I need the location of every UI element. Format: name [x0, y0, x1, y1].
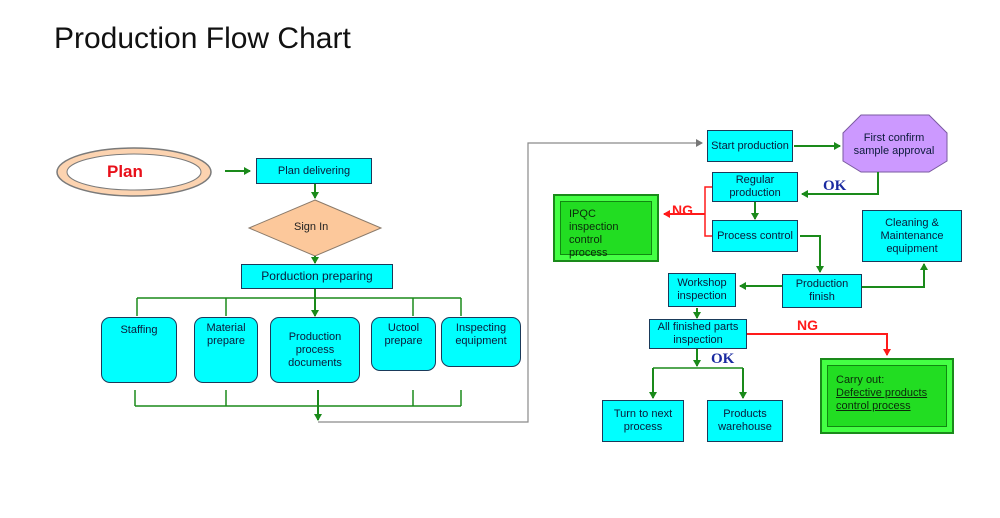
arrow-ng-to-carry-out [747, 333, 891, 356]
inspecting-equipment-box: Inspecting equipment [441, 317, 521, 367]
arrow-ng-to-ipqc [704, 186, 712, 237]
process-control-box: Process control [712, 220, 798, 252]
production-preparing-box: Porduction preparing [241, 264, 393, 289]
regular-production-box: Regular production [712, 172, 798, 202]
first-confirm-octagon [842, 114, 948, 173]
connector-to-start-production [318, 139, 703, 423]
carry-out-line3: control process [836, 400, 911, 412]
sign-in-label: Sign In [294, 221, 329, 233]
all-finished-box: All finished parts inspection [649, 319, 747, 349]
plan-label: Plan [107, 162, 143, 181]
production-finish-box: Production finish [782, 274, 862, 308]
uctool-prepare-text: Uctool prepare [384, 322, 423, 347]
ipqc-text: IPQC inspection control process [569, 208, 619, 259]
first-confirm-label: First confirm sample approval [853, 132, 935, 157]
cleaning-box: Cleaning & Maintenance equipment [862, 210, 962, 262]
ok-label-top: OK [823, 178, 847, 194]
arrow-finish-to-cleaning [862, 263, 928, 288]
staffing-box: Staffing [101, 317, 177, 383]
uctool-prepare-box: Uctool prepare [371, 317, 436, 371]
arrow-process-to-finish [800, 235, 824, 273]
workshop-inspection-box: Workshop inspection [668, 273, 736, 307]
material-prepare-box: Material prepare [194, 317, 258, 383]
ng-label-bottom: NG [797, 317, 818, 333]
page-title: Production Flow Chart [54, 22, 351, 55]
plan-delivering-box: Plan delivering [256, 158, 372, 184]
carry-out-line2: Defective products [836, 387, 928, 399]
start-production-box: Start production [707, 130, 793, 162]
carry-out-line1: Carry out: [836, 374, 885, 386]
plan-ellipse-inner [66, 153, 202, 191]
carry-out-box: Carry out: Defective products control pr… [820, 358, 954, 434]
ng-label-top: NG [672, 202, 693, 218]
products-warehouse-box: Products warehouse [707, 400, 783, 442]
turn-next-box: Turn to next process [602, 400, 684, 442]
production-documents-box: Production process documents [270, 317, 360, 383]
arrow-ok-to-regular [801, 172, 879, 198]
ok-label-bottom: OK [711, 351, 735, 367]
ipqc-box: IPQC inspection control process [553, 194, 659, 262]
